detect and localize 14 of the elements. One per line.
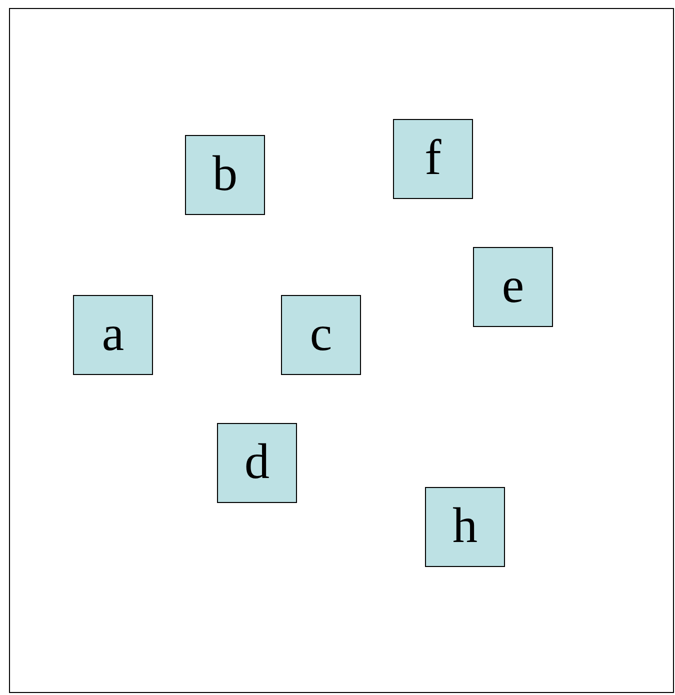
letter-label: b (212, 148, 238, 198)
letter-label: e (502, 260, 524, 310)
letter-square (185, 135, 265, 215)
letter-label: a (102, 308, 124, 358)
letter-label: c (310, 308, 332, 358)
letter-square (425, 487, 505, 567)
letter-label: f (424, 132, 442, 182)
letter-square (393, 119, 473, 199)
letter-square (217, 423, 297, 503)
letter-square (473, 247, 553, 327)
letter-square (73, 295, 153, 375)
letter-square (281, 295, 361, 375)
letter-label: h (452, 500, 478, 550)
letter-label: d (244, 436, 270, 486)
